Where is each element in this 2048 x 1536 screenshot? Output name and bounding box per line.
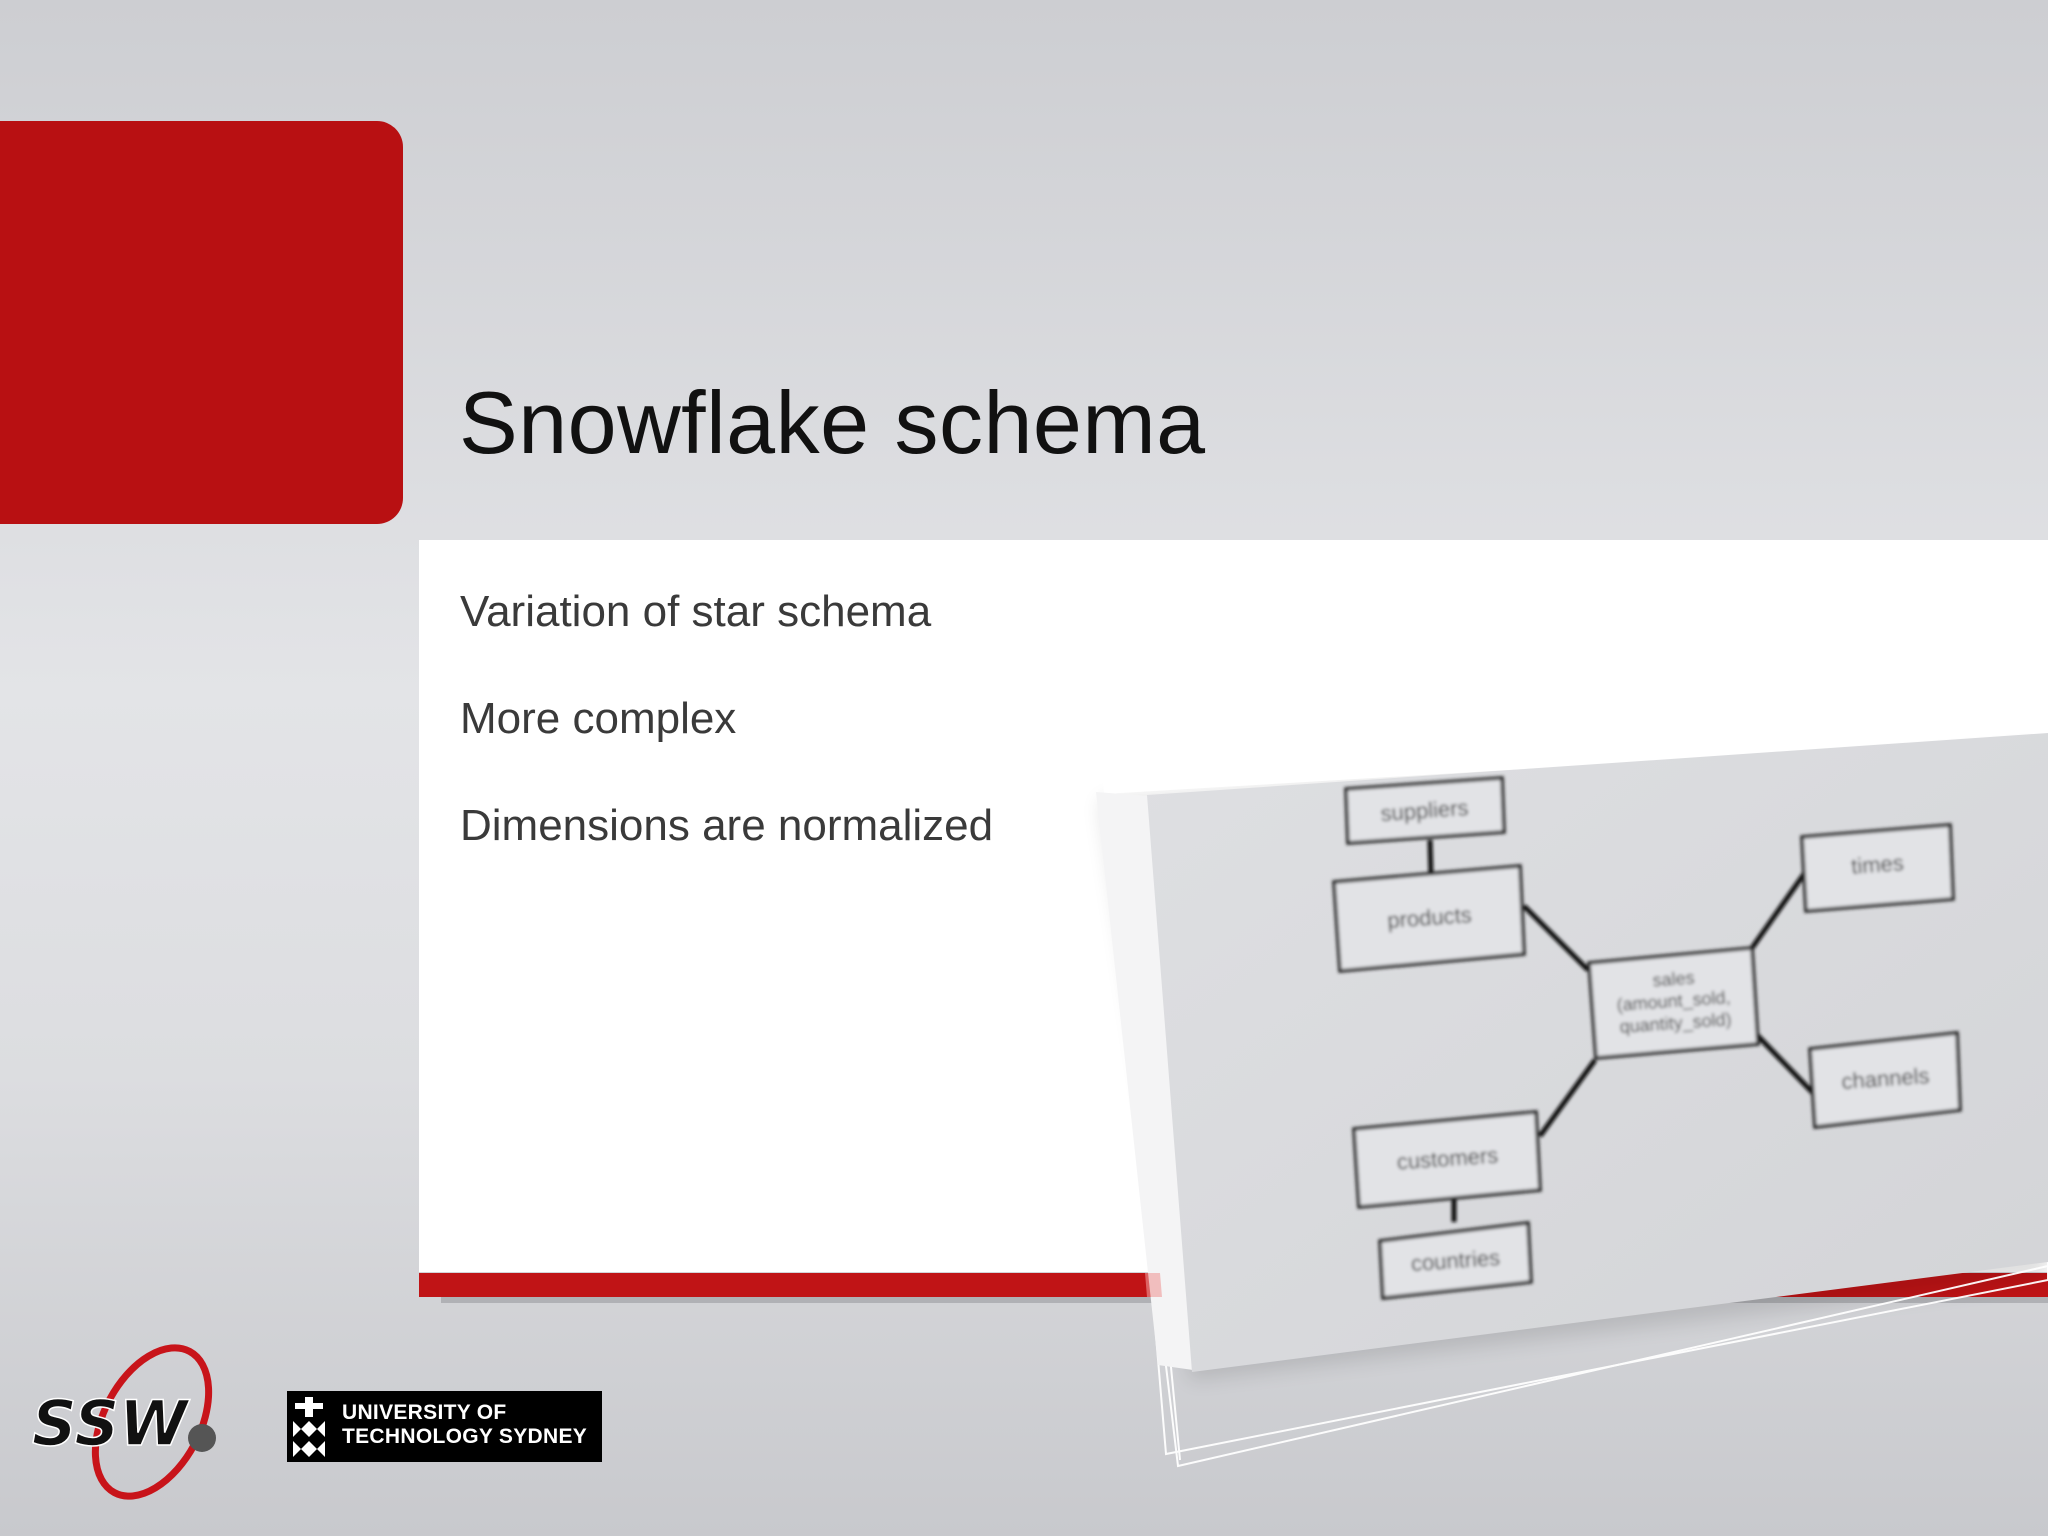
uts-logo-text: UNIVERSITY OF TECHNOLOGY SYDNEY xyxy=(342,1401,587,1449)
uts-line-1: UNIVERSITY OF xyxy=(342,1401,507,1424)
footer-red-bar xyxy=(419,1273,2048,1297)
uts-line-2: TECHNOLOGY SYDNEY xyxy=(342,1425,588,1448)
uts-crest-icon xyxy=(287,1391,331,1462)
ssw-logo: SSW xyxy=(28,1340,238,1520)
footer-bar-shadow xyxy=(441,1297,2048,1303)
bullet-list: Variation of star schema More complex Di… xyxy=(460,585,993,906)
bullet-item: Dimensions are normalized xyxy=(460,801,994,850)
accent-block xyxy=(0,121,403,524)
slide-title: Snowflake schema xyxy=(459,373,1206,472)
bullet-item: Variation of star schema xyxy=(460,587,932,636)
svg-text:SSW: SSW xyxy=(32,1387,190,1460)
bullet-item: More complex xyxy=(460,694,737,743)
uts-logo: UNIVERSITY OF TECHNOLOGY SYDNEY xyxy=(287,1391,602,1462)
